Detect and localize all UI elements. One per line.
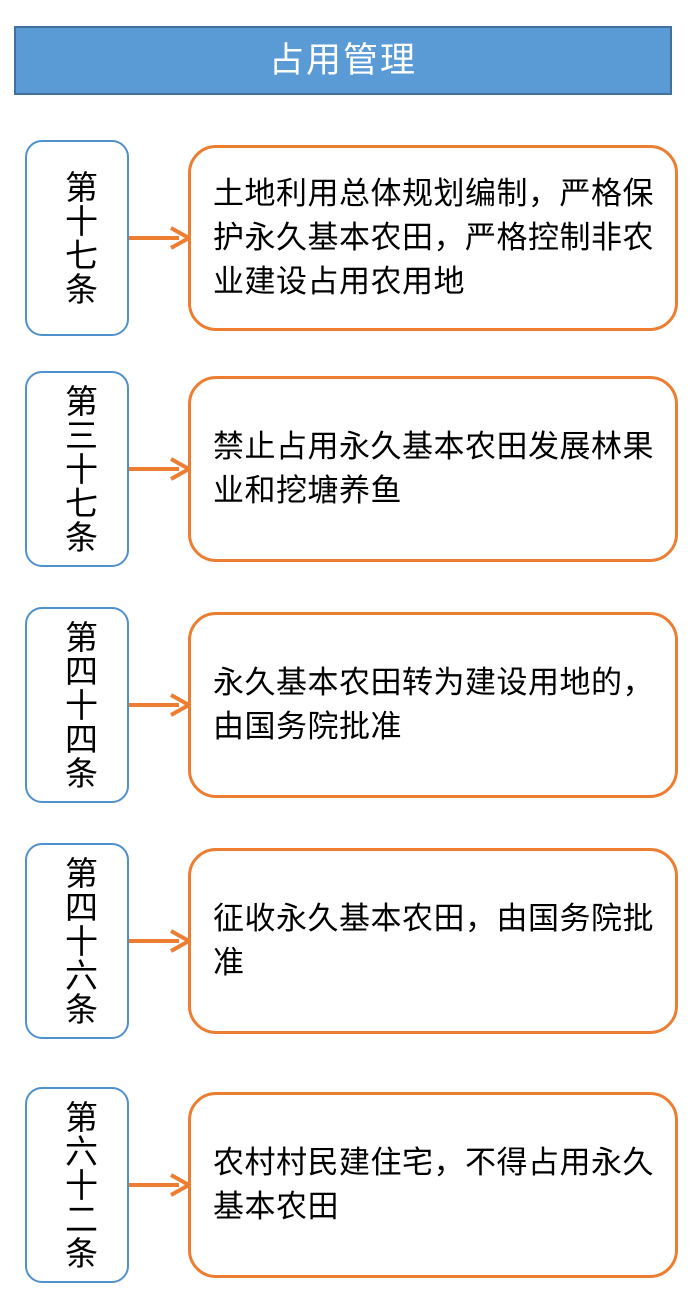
flow-row: 第六十二条 农村村民建住宅，不得占用永久基本农田	[0, 1087, 698, 1287]
flow-row: 第四十六条 征收永久基本农田，由国务院批准	[0, 843, 698, 1043]
article-number-label: 第四十六条	[59, 856, 96, 1026]
article-content-box[interactable]: 土地利用总体规划编制，严格保护永久基本农田，严格控制非农业建设占用农用地	[188, 145, 678, 331]
article-number-label: 第三十七条	[59, 384, 96, 554]
page-title: 占用管理	[268, 41, 417, 80]
article-content-text: 禁止占用永久基本农田发展林果业和挖塘养鱼	[213, 428, 654, 508]
article-content-box[interactable]: 农村村民建住宅，不得占用永久基本农田	[188, 1092, 678, 1278]
flow-row: 第四十四条 永久基本农田转为建设用地的，由国务院批准	[0, 607, 698, 807]
page-header-banner: 占用管理	[14, 26, 672, 95]
article-number-box[interactable]: 第十七条	[25, 140, 129, 336]
arrow-right-icon	[129, 928, 191, 954]
article-number-box[interactable]: 第四十四条	[25, 607, 129, 803]
arrow-right-icon	[129, 225, 191, 251]
article-content-box[interactable]: 征收永久基本农田，由国务院批准	[188, 848, 678, 1034]
arrow-right-icon	[129, 1172, 191, 1198]
article-content-box[interactable]: 禁止占用永久基本农田发展林果业和挖塘养鱼	[188, 376, 678, 562]
article-content-text: 征收永久基本农田，由国务院批准	[213, 900, 654, 980]
article-content-box[interactable]: 永久基本农田转为建设用地的，由国务院批准	[188, 612, 678, 798]
article-number-label: 第四十四条	[59, 620, 96, 790]
article-content-text: 土地利用总体规划编制，严格保护永久基本农田，严格控制非农业建设占用农用地	[213, 175, 654, 299]
article-number-box[interactable]: 第三十七条	[25, 371, 129, 567]
arrow-right-icon	[129, 692, 191, 718]
article-content-text: 农村村民建住宅，不得占用永久基本农田	[213, 1144, 654, 1224]
flow-row: 第十七条 土地利用总体规划编制，严格保护永久基本农田，严格控制非农业建设占用农用…	[0, 140, 698, 340]
article-number-box[interactable]: 第四十六条	[25, 843, 129, 1039]
flow-row: 第三十七条 禁止占用永久基本农田发展林果业和挖塘养鱼	[0, 371, 698, 571]
article-number-box[interactable]: 第六十二条	[25, 1087, 129, 1283]
article-content-text: 永久基本农田转为建设用地的，由国务院批准	[213, 664, 654, 744]
article-number-label: 第十七条	[59, 170, 96, 306]
article-number-label: 第六十二条	[59, 1100, 96, 1270]
arrow-right-icon	[129, 456, 191, 482]
